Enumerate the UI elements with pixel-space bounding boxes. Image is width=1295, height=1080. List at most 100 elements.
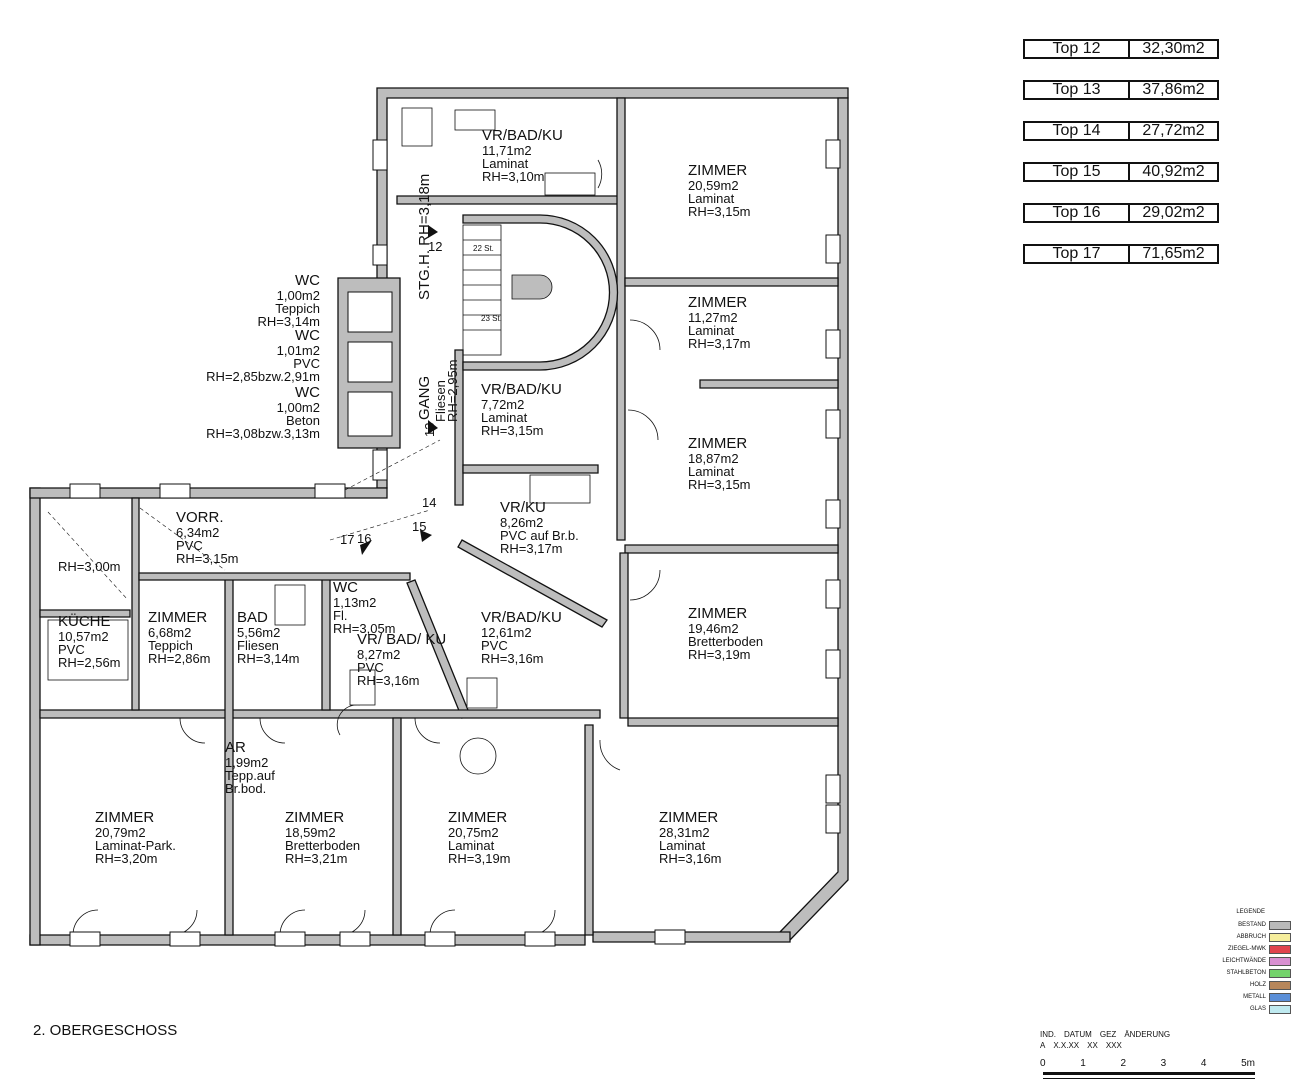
scale-bar-line <box>1043 1078 1255 1079</box>
unit-name: Top 17 <box>1025 246 1130 262</box>
scale-tick: 4 <box>1200 1058 1207 1069</box>
room-height: RH=2,56m <box>58 655 121 670</box>
unit-name: Top 16 <box>1025 205 1130 221</box>
unit-name: Top 13 <box>1025 82 1130 98</box>
scale-block: IND. DATUM GEZ ÄNDERUNG A X.X.XX XX XXX … <box>1040 1030 1270 1079</box>
floor-title: 2. OBERGESCHOSS <box>33 1022 178 1039</box>
wall-col3 <box>392 717 402 936</box>
room-area: 1,00m2 <box>276 400 320 415</box>
room-height: RH=3,20m <box>95 851 158 866</box>
unit-area: 29,02m2 <box>1142 204 1205 221</box>
room-height: RH=3,17m <box>688 336 751 351</box>
step-arrow-13 <box>428 420 438 434</box>
room-name: KÜCHE <box>58 613 111 630</box>
room-name: VR/BAD/KU <box>481 609 562 626</box>
step-number: 16 <box>357 531 372 546</box>
room-height: RH=3,15m <box>688 477 751 492</box>
room-floor: PVC <box>176 538 203 553</box>
unit-name: Top 15 <box>1025 164 1130 180</box>
legend-swatch <box>1269 968 1291 978</box>
room-area: 11,27m2 <box>688 310 738 325</box>
unit-name: Top 12 <box>1025 41 1130 57</box>
legend-label: GLAS <box>1249 1006 1266 1012</box>
room-floor: Laminat <box>688 191 735 206</box>
legend-label: BESTAND <box>1238 922 1266 928</box>
outer-wall-top-left <box>29 487 388 499</box>
legend-item: HOLZ <box>1196 979 1291 991</box>
legend-label: METALL <box>1243 994 1266 1000</box>
room-height-label: RH=3,00m <box>58 559 121 574</box>
room-floor: Fl. <box>333 608 348 623</box>
room-name: BAD <box>237 609 268 626</box>
unit-row: Top 15 40,92m2 <box>1023 162 1219 182</box>
room-height: RH=3,16m <box>481 651 544 666</box>
outer-wall-south-left <box>29 934 586 946</box>
step-number: 13 <box>422 422 437 437</box>
gang-name: GANG <box>416 375 433 420</box>
wall-vrbad2-bottom <box>462 464 599 474</box>
legend-item: BESTAND <box>1196 919 1291 931</box>
room-floor: Laminat <box>659 838 706 853</box>
stair-count: 23 St. <box>481 314 502 323</box>
room-name: VR/BAD/KU <box>481 381 562 398</box>
unit-area: 27,72m2 <box>1142 122 1205 139</box>
scale-header-gez: GEZ <box>1099 1030 1117 1039</box>
room-floor: Laminat <box>482 156 529 171</box>
room-floor: Teppich <box>275 301 320 316</box>
step-arrow-12 <box>428 225 438 238</box>
legend-swatch <box>1269 932 1291 942</box>
wall-zimmer-col1 <box>131 497 140 711</box>
step-arrow-16 <box>360 540 372 555</box>
step-number: 14 <box>422 495 437 510</box>
room-area: 1,00m2 <box>276 288 320 303</box>
unit-area: 71,65m2 <box>1142 245 1205 262</box>
step-arrow-15 <box>420 530 432 542</box>
room-floor: PVC <box>357 660 384 675</box>
legend-title: LEGENDE <box>1236 909 1265 915</box>
room-name: VORR. <box>176 509 224 526</box>
scale-tick: 5m <box>1241 1058 1255 1069</box>
step-number: 15 <box>412 519 427 534</box>
room-name: VR/ BAD/ KU <box>357 631 447 648</box>
room-name: ZIMMER <box>148 609 208 626</box>
room-name: VR/BAD/KU <box>482 127 563 144</box>
room-area: 12,61m2 <box>481 625 532 640</box>
room-area: 10,57m2 <box>58 629 109 644</box>
wall-stair-arc <box>462 214 619 371</box>
room-height: RH=3,17m <box>500 541 563 556</box>
room-area: 11,71m2 <box>482 143 532 158</box>
legend-item: STAHLBETON <box>1196 967 1291 979</box>
legend-swatch <box>1269 980 1291 990</box>
wall-row-mid <box>138 572 411 581</box>
heater-circle <box>459 737 497 775</box>
room-name: ZIMMER <box>448 809 508 826</box>
unit-area: 40,92m2 <box>1142 163 1205 180</box>
room-name: VR/KU <box>500 499 546 516</box>
scale-header-ind: IND. <box>1040 1030 1056 1039</box>
room-area: 6,34m2 <box>176 525 220 540</box>
room-height: RH=3,21m <box>285 851 348 866</box>
legend-swatch <box>1269 992 1291 1002</box>
legend-label: HOLZ <box>1249 982 1266 988</box>
room-height: RH=2,85bzw.2,91m <box>206 369 320 384</box>
legend-label: ZIEGEL-MWK <box>1227 946 1266 952</box>
outer-wall-south-right <box>592 931 791 943</box>
room-area: 20,59m2 <box>688 178 739 193</box>
room-floor: Fliesen <box>237 638 279 653</box>
room-floor: Laminat-Park. <box>95 838 176 853</box>
legend-label: ABBRUCH <box>1236 934 1266 940</box>
room-height: RH=3,15m <box>176 551 239 566</box>
